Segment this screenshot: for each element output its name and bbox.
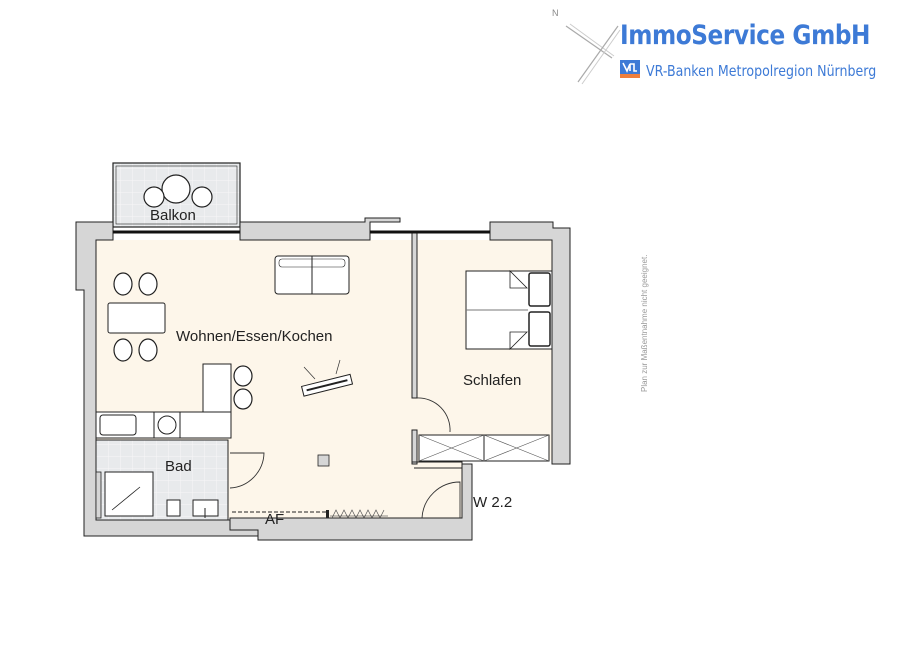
double-bed (465, 270, 553, 350)
room-label-balkon: Balkon (150, 207, 196, 224)
sofa (274, 255, 350, 295)
kitchen (95, 363, 253, 439)
room-label-wohnen: Wohnen/Essen/Kochen (176, 328, 333, 345)
company-subtitle: VR-Banken Metropolregion Nürnberg (646, 62, 877, 80)
room-label-bad: Bad (165, 458, 192, 475)
north-label: N (552, 8, 559, 18)
compass-icon (565, 23, 621, 85)
company-name: ImmoService GmbH (620, 20, 871, 51)
balcony-table (161, 174, 191, 204)
vr-bank-icon (620, 60, 640, 78)
room-label-af: AF (265, 511, 285, 528)
balcony-chair (191, 186, 213, 208)
unit-label: W 2.2 (473, 494, 513, 511)
balcony (112, 162, 241, 228)
dining-set (107, 272, 166, 362)
doors (229, 397, 461, 519)
wardrobe (418, 434, 550, 462)
balcony-chair (143, 186, 165, 208)
tv-unit (300, 373, 354, 397)
bathroom (95, 439, 229, 521)
company-logo: N ImmoService GmbH VR-Banken Metropolreg… (548, 6, 898, 86)
column (317, 454, 330, 467)
room-label-schlafen: Schlafen (463, 372, 522, 389)
